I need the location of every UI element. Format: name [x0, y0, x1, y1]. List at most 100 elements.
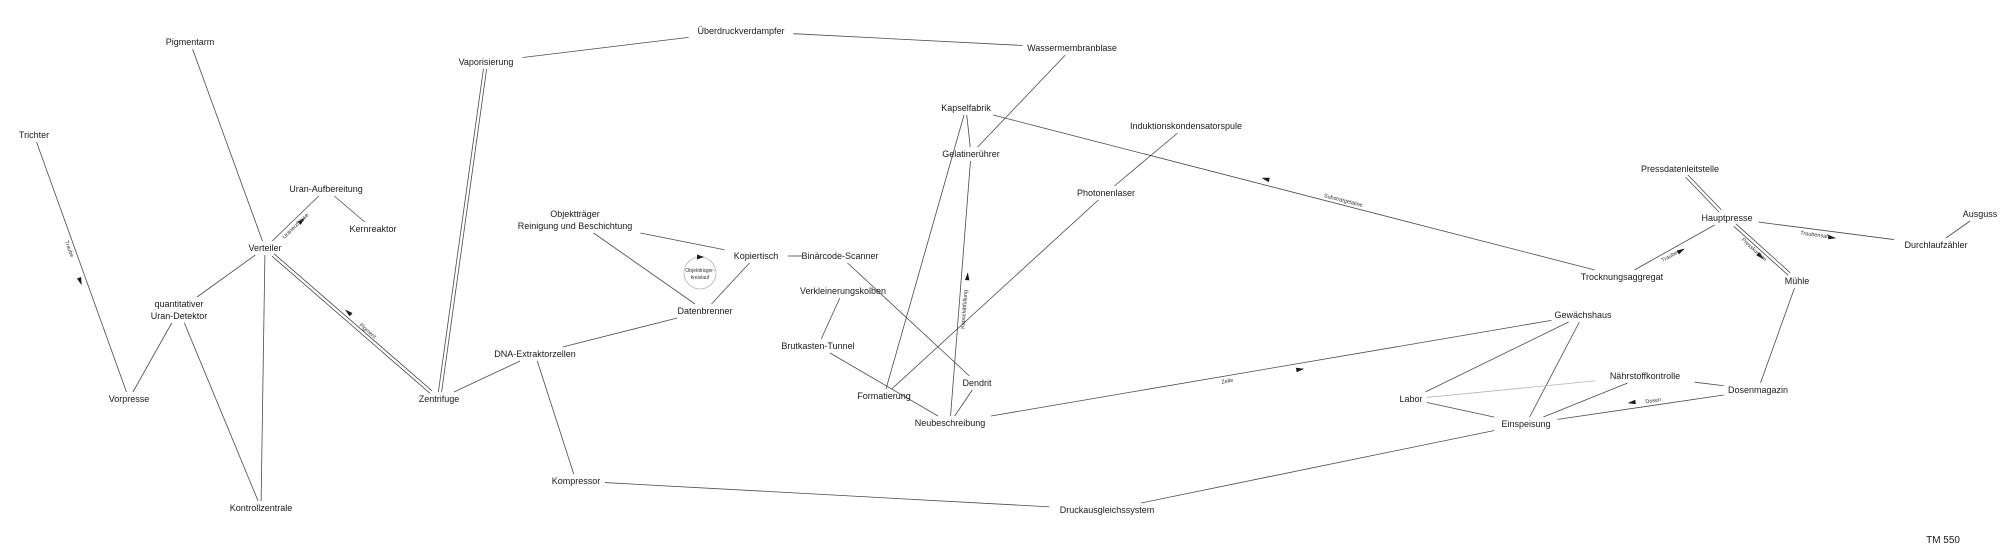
node-label-line: Dendrit	[962, 378, 992, 388]
edge-verteiler-to-uran-aufbereitung	[271, 195, 320, 242]
node-label-line: Ausguss	[1963, 209, 1998, 219]
edge-vaporisierung-to-ueberdruckverdampfer	[522, 36, 689, 58]
edge-dna-extraktor-to-datenbrenner	[562, 317, 678, 348]
edge-formatierung-to-photonenlaser	[891, 199, 1099, 390]
edge-photonenlaser-to-induktion	[1114, 132, 1178, 187]
footer-label: TM 550	[1926, 535, 1960, 546]
edge-objekttraeger-to-kopiertisch	[640, 232, 725, 251]
edge-kompressor-to-druckausgleich	[604, 482, 1050, 508]
edge-vaporisierung-to-zentrifuge	[441, 69, 488, 393]
node-label-line: Vorpresse	[109, 394, 150, 404]
node-label-line: Kernreaktor	[349, 224, 396, 234]
edge-naehrstoffkontrolle-to-dosenmagazin	[1694, 381, 1724, 387]
edge-binaercode-scanner-to-dendrit	[847, 262, 970, 377]
edge-hauptpresse-to-durchlaufzaehler	[1758, 221, 1895, 240]
node-label-line: Photonenlaser	[1077, 188, 1135, 198]
node-kernreaktor: Kernreaktor	[349, 224, 396, 234]
node-druckausgleich: Druckausgleichssystem	[1060, 505, 1155, 515]
node-label-line: Vaporisierung	[459, 57, 514, 67]
arrow-head	[1261, 177, 1270, 183]
node-label-line: Uran-Detektor	[151, 311, 208, 321]
edge-verkleinerungskolben-to-brutkasten	[820, 297, 841, 340]
node-verkleinerungskolben: Verkleinerungskolben	[800, 286, 886, 296]
arrow-head	[345, 309, 353, 317]
node-label-line: quantitativer	[154, 299, 203, 309]
node-label-line: Formatierung	[857, 391, 911, 401]
node-label-line: Pigmentarm	[166, 37, 215, 47]
node-formatierung: Formatierung	[857, 391, 911, 401]
edge-pigmentarm-to-verteiler	[192, 48, 263, 242]
node-brutkasten: Brutkasten-Tunnel	[781, 341, 854, 351]
edge-hauptpresse-to-muehle	[1735, 223, 1791, 274]
edge-trocknungsaggregat-to-kapselfabrik	[993, 114, 1595, 271]
node-wassermembranblase: Wassermembranblase	[1027, 43, 1117, 53]
node-ueberdruckverdampfer: Überdruckverdampfer	[697, 26, 784, 36]
node-einspeisung: Einspeisung	[1501, 419, 1550, 429]
edge-gewaechshaus-to-labor	[1425, 321, 1569, 393]
node-label-line: Neubeschreibung	[915, 418, 986, 428]
node-label-line: Überdruckverdampfer	[697, 26, 784, 36]
node-label-line: Reinigung und Beschichtung	[518, 221, 633, 231]
arrow-head	[1756, 252, 1764, 260]
arrow-head	[1627, 399, 1636, 405]
loop-label-line: kreislauf	[691, 275, 710, 281]
edge-pressdatenleitstelle-to-hauptpresse	[1687, 174, 1722, 211]
node-label-line: Binärcode-Scanner	[801, 251, 878, 261]
node-durchlaufzaehler: Durchlaufzähler	[1904, 240, 1967, 250]
arrow-head	[1295, 367, 1305, 373]
node-label-line: Kopiertisch	[734, 251, 779, 261]
arrow-head	[76, 277, 82, 286]
node-trocknungsaggregat: Trocknungsaggregat	[1581, 272, 1664, 282]
edge-naehrstoffkontrolle-to-einspeisung	[1543, 382, 1628, 418]
edge-verteiler-to-uran-detektor	[196, 254, 256, 298]
edge-muehle-to-dosenmagazin	[1760, 287, 1795, 384]
edge-kapselfabrik-to-gelatineruehrer	[966, 114, 971, 148]
node-label-line: Zentrifuge	[419, 394, 460, 404]
node-label-line: Verkleinerungskolben	[800, 286, 886, 296]
node-label-line: Hauptpresse	[1701, 213, 1752, 223]
node-label-line: Datenbrenner	[677, 306, 732, 316]
node-label-line: Trichter	[19, 130, 49, 140]
edge-durchlaufzaehler-to-ausguss	[1945, 220, 1971, 239]
node-hauptpresse: Hauptpresse	[1701, 213, 1752, 223]
arrow-head	[297, 217, 305, 225]
node-zentrifuge: Zentrifuge	[419, 394, 460, 404]
node-photonenlaser: Photonenlaser	[1077, 188, 1135, 198]
edge-brutkasten-to-neubeschreibung	[829, 352, 939, 417]
node-label-line: DNA-Extraktorzellen	[494, 349, 576, 359]
node-dosenmagazin: Dosenmagazin	[1728, 385, 1788, 395]
node-kopiertisch: Kopiertisch	[734, 251, 779, 261]
edge-label: Kapselabfüllung	[960, 290, 969, 330]
edge-zentrifuge-to-verteiler	[271, 255, 431, 394]
node-datenbrenner: Datenbrenner	[677, 306, 732, 316]
edge-label: Uranerzflüsse	[282, 213, 311, 241]
node-label-line: Induktionskondensatorspule	[1130, 121, 1242, 131]
edge-pressdatenleitstelle-to-hauptpresse-b	[1685, 176, 1720, 213]
edge-kapselfabrik-to-formatierung	[885, 114, 965, 390]
edge-zentrifuge-to-verteiler-b	[273, 253, 433, 392]
node-gelatineruehrer: Gelatinerührer	[942, 149, 1000, 159]
arrow-head	[1828, 235, 1837, 240]
node-label-line: Nährstoffkontrolle	[1610, 371, 1680, 381]
edge-label: Trauben	[1661, 249, 1682, 264]
arrow-head	[1676, 248, 1685, 255]
edge-wassermembranblase-to-gelatineruehrer	[977, 54, 1066, 148]
nodes-layer: PigmentarmTrichterUran-AufbereitungKernr…	[19, 26, 1998, 515]
node-label-line: Mühle	[1785, 276, 1810, 286]
edge-label: Pigment	[358, 323, 378, 341]
loop-label: Objektträger-kreislauf	[685, 268, 715, 281]
edge-labels-layer: TraubeUranerzflüssePigmentKapselabfüllun…	[63, 177, 1837, 405]
edges-layer	[36, 33, 1971, 508]
edge-uran-detektor-to-vorpresse	[132, 322, 173, 393]
edge-hauptpresse-to-muehle-b	[1733, 225, 1789, 276]
node-ausguss: Ausguss	[1963, 209, 1998, 219]
node-label-line: Wassermembranblase	[1027, 43, 1117, 53]
edge-uran-detektor-to-kontrollzentrale	[184, 322, 259, 502]
node-dna-extraktor: DNA-Extraktorzellen	[494, 349, 576, 359]
node-dendrit: Dendrit	[962, 378, 992, 388]
edge-kopiertisch-to-datenbrenner	[711, 262, 750, 305]
node-vaporisierung: Vaporisierung	[459, 57, 514, 67]
